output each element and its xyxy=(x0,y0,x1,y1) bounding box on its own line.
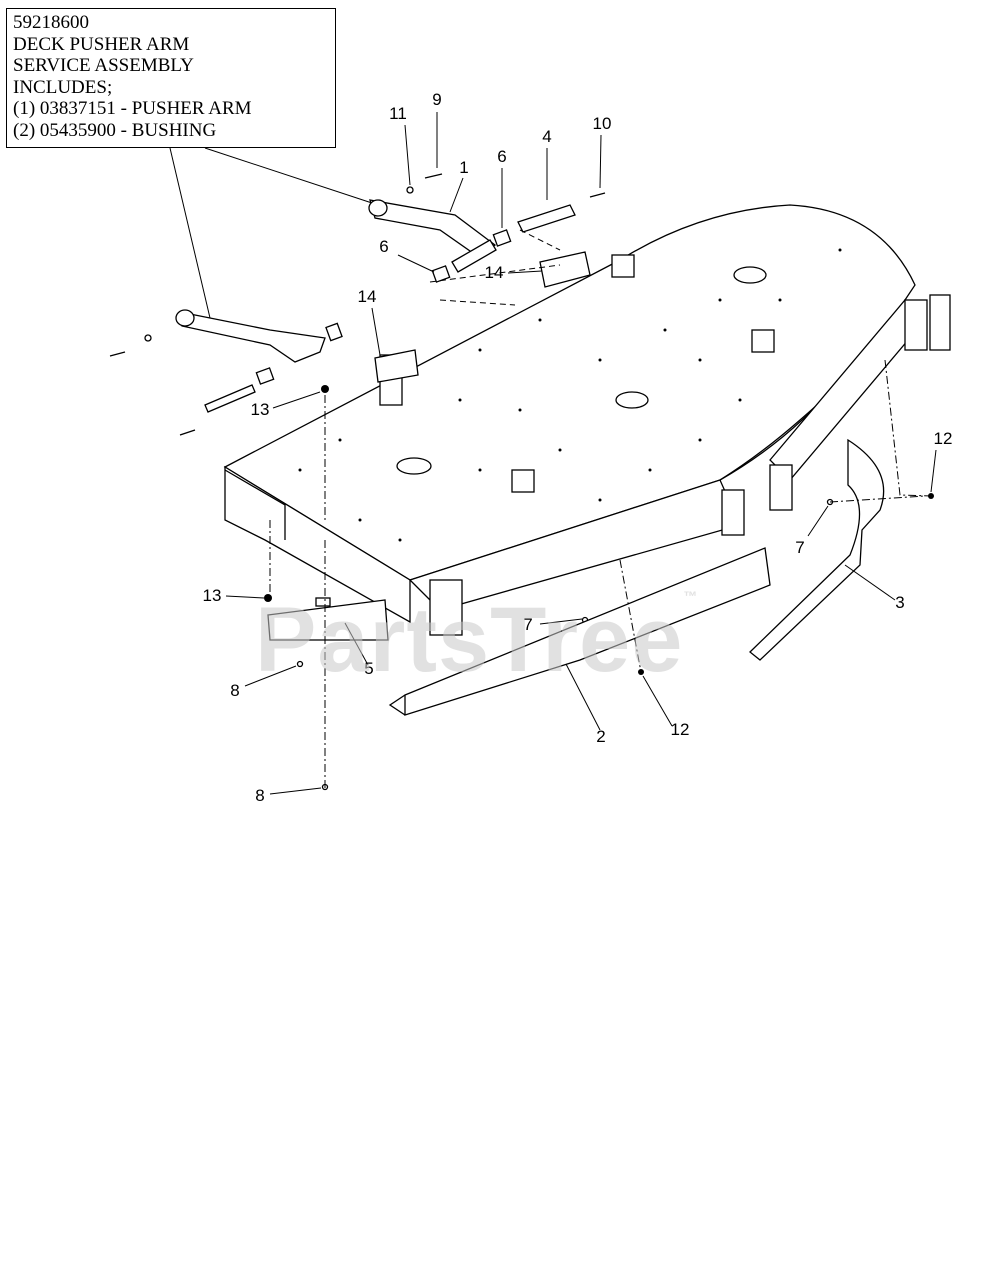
callout-6-upper[interactable]: 6 xyxy=(497,147,507,166)
assembly-lines xyxy=(269,229,932,790)
deck-hanger-bracket-left xyxy=(374,349,419,383)
rear-baffle xyxy=(388,547,771,716)
callout-12-lower[interactable]: 12 xyxy=(670,720,690,739)
callout-6-lower[interactable]: 6 xyxy=(379,237,389,256)
callout-14-lower[interactable]: 14 xyxy=(357,287,377,306)
callout-8-upper[interactable]: 8 xyxy=(230,681,240,700)
callout-5[interactable]: 5 xyxy=(364,659,374,678)
callout-leaders xyxy=(225,112,937,795)
note-line-subtitle: SERVICE ASSEMBLY xyxy=(13,55,194,76)
baffle-plate xyxy=(267,597,389,641)
callout-7-center[interactable]: 7 xyxy=(523,615,533,634)
leader-line-arm-lower xyxy=(169,147,211,319)
deck-bracket-front xyxy=(511,469,535,493)
note-line-part-number: 59218600 xyxy=(13,12,89,33)
service-assembly-note: 59218600 DECK PUSHER ARM SERVICE ASSEMBL… xyxy=(6,8,336,148)
note-line-title: DECK PUSHER ARM xyxy=(13,33,190,55)
rail-bracket-front xyxy=(429,579,463,636)
spindle-hole-left xyxy=(396,457,432,475)
callout-9[interactable]: 9 xyxy=(432,90,442,109)
callout-10[interactable]: 10 xyxy=(592,114,612,133)
callout-2[interactable]: 2 xyxy=(596,727,606,746)
callout-11[interactable]: 11 xyxy=(389,104,407,123)
callout-12-right[interactable]: 12 xyxy=(933,429,953,448)
partstree-watermark: PartsTree™ xyxy=(255,588,698,693)
pusher-arm-upper xyxy=(368,199,497,273)
callout-13-upper[interactable]: 13 xyxy=(250,400,270,419)
rail-bracket-mid xyxy=(721,489,745,536)
callout-1[interactable]: 1 xyxy=(459,158,469,177)
callout-13-lower[interactable]: 13 xyxy=(202,586,222,605)
note-line-pusher-arm: (1) 03837151 - PUSHER ARM xyxy=(13,98,252,119)
watermark-text: PartsTree xyxy=(255,589,684,691)
leader-line-arm-upper xyxy=(204,147,376,205)
deck-bracket-rear xyxy=(611,254,635,278)
callout-3[interactable]: 3 xyxy=(895,593,905,612)
callout-4[interactable]: 4 xyxy=(542,127,552,146)
rail-bracket-right xyxy=(769,464,793,511)
mower-deck xyxy=(223,204,951,636)
trademark-symbol: ™ xyxy=(683,588,699,604)
spindle-hole-right xyxy=(733,266,767,284)
pusher-arm-lower xyxy=(175,309,343,363)
callout-8-lower[interactable]: 8 xyxy=(255,786,265,805)
deck-hanger-bracket xyxy=(539,251,591,288)
spindle-hole-center xyxy=(615,391,649,409)
rail-bracket-end xyxy=(929,294,951,351)
deck-holes xyxy=(298,248,842,542)
note-line-includes: INCLUDES; xyxy=(13,76,113,98)
rail-bracket-rear xyxy=(904,299,928,351)
callout-14-upper[interactable]: 14 xyxy=(484,263,504,282)
hardware xyxy=(109,173,934,791)
deck-bracket-right xyxy=(751,329,775,353)
callout-7-right[interactable]: 7 xyxy=(795,538,805,557)
note-line-bushing: (2) 05435900 - BUSHING xyxy=(13,119,217,141)
